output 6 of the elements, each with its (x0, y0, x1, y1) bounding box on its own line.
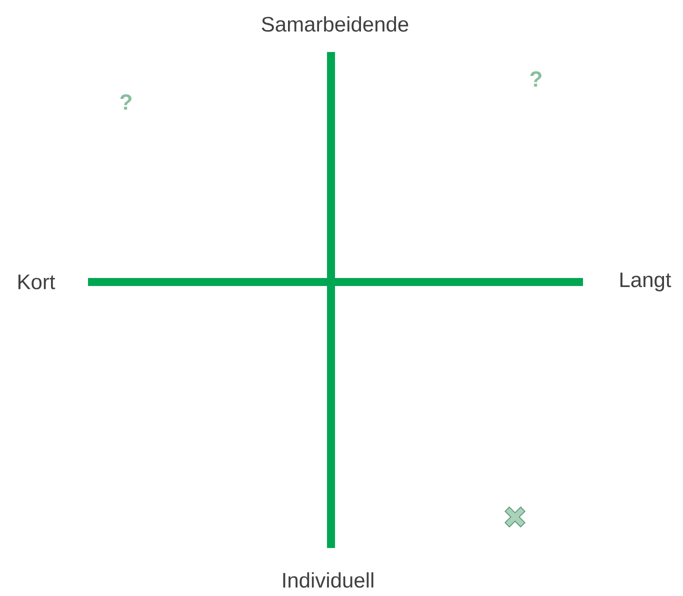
axis-label: Kort (18, 274, 56, 290)
question-mark: ? (120, 94, 132, 110)
question-mark: ? (530, 71, 542, 87)
axis-label: Individuell (283, 572, 374, 588)
axis-label: Samarbeidende (262, 16, 408, 32)
axis-label: Langt (620, 272, 672, 292)
